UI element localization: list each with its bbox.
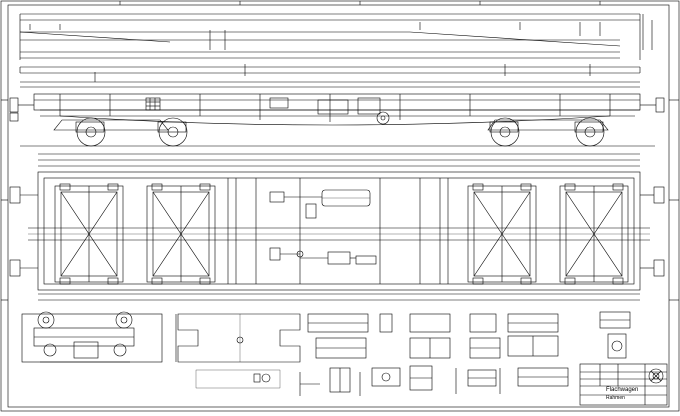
inner-frame	[7, 4, 670, 408]
plan-view	[9, 153, 665, 301]
top-beam-views	[19, 13, 653, 88]
title-block-frame	[579, 363, 668, 406]
frame-ticks	[1, 1, 679, 301]
title-block-line-2: Rahmen	[606, 395, 625, 401]
detail-views	[21, 311, 631, 396]
side-elevation	[9, 93, 665, 147]
title-block-line-1: Flachwagen	[606, 387, 639, 393]
